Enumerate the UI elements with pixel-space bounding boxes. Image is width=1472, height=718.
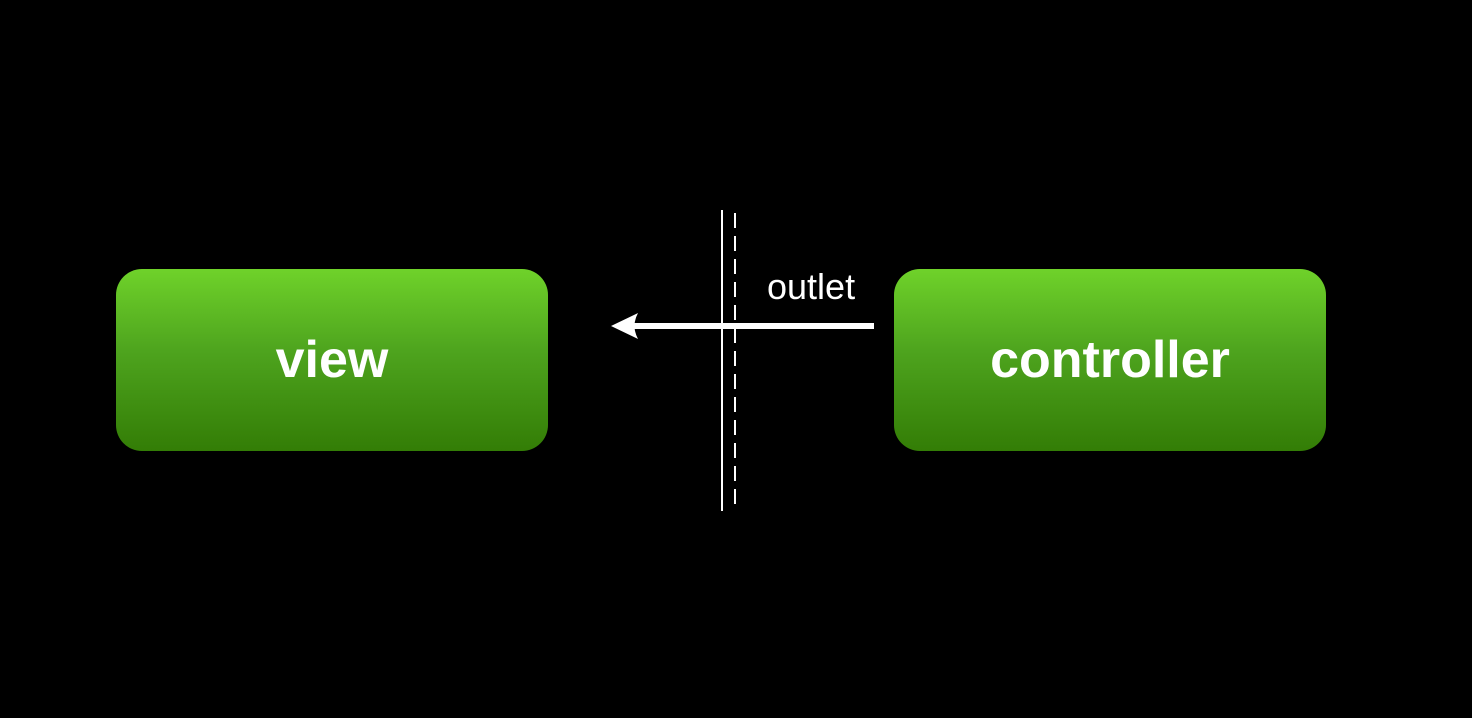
outlet-arrowhead [611,313,638,339]
view-label: view [275,331,389,389]
outlet-label: outlet [767,266,856,307]
controller-label: controller [990,331,1230,389]
view-box: view [116,269,548,451]
controller-box: controller [894,269,1326,451]
